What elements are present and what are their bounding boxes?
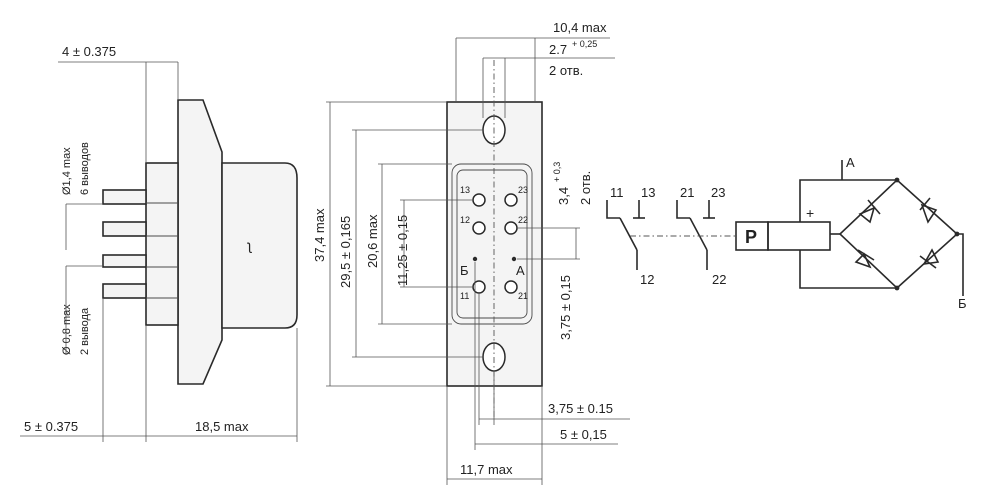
front-flange: [446, 101, 543, 387]
dim-3-4-count: 2 отв.: [578, 171, 593, 205]
pin-22: [504, 221, 518, 235]
contact-label-13: 13: [641, 185, 655, 200]
pin-label-21: 21: [518, 291, 528, 301]
coil-winding: [767, 221, 831, 251]
pin-12: [472, 221, 486, 235]
pin-13: [472, 193, 486, 207]
dim-5-bottom: 5 ± 0,15: [560, 427, 607, 442]
dim-2-7-count: 2 отв.: [549, 63, 583, 78]
pin-label-12: 12: [460, 215, 470, 225]
dim-11-7-max: 11,7 max: [460, 462, 513, 477]
schematic: 11 13 12 21 23 22 Р +: [606, 155, 967, 311]
contact-label-22: 22: [712, 272, 726, 287]
pin-b: [472, 256, 478, 262]
coil-plus: +: [806, 205, 814, 221]
side-view: ʅ 4 ± 0.375 Ø1,4 max 6 выводов Ø 0,8 max…: [20, 44, 298, 442]
dim-10-4-max: 10,4 max: [553, 20, 607, 35]
dim-pin-diam-1: Ø1,4 max: [61, 147, 73, 195]
terminal-a: А: [846, 155, 855, 170]
pin-label-11: 11: [460, 291, 469, 301]
pin-21: [504, 280, 518, 294]
pin-23: [504, 193, 518, 207]
bridge-diamond: [838, 178, 959, 290]
dim-11-25: 11,25 ± 0,15: [395, 215, 410, 286]
side-cover-plate: [145, 162, 179, 326]
dim-18-5-max: 18,5 max: [195, 419, 249, 434]
side-pin-2: [102, 221, 147, 237]
side-body-mark: ʅ: [247, 237, 252, 253]
dim-29-5: 29,5 ± 0,165: [338, 216, 353, 288]
pin-label-a: А: [516, 263, 525, 278]
dim-3-75-bottom: 3,75 ± 0.15: [548, 401, 613, 416]
dim-2-7-tol: + 0,25: [572, 39, 597, 49]
pin-label-22: 22: [518, 215, 528, 225]
terminal-b: Б: [958, 296, 967, 311]
front-window-inner: [456, 169, 528, 319]
contact-label-23: 23: [711, 185, 725, 200]
pin-a: [511, 256, 517, 262]
pin-label-13: 13: [460, 185, 470, 195]
front-view: 13 23 12 22 Б А 11 21 10,4 max 2.7 + 0,2…: [312, 20, 630, 485]
dim-20-6-max: 20,6 max: [365, 214, 380, 268]
diode-4: [922, 248, 940, 266]
dim-3-75-right: 3,75 ± 0,15: [558, 275, 573, 340]
contact-label-11: 11: [610, 185, 624, 200]
dim-pin-count-2: 2 вывода: [79, 307, 91, 355]
front-window-outer: [451, 163, 533, 325]
dim-pin-diam-2: Ø 0,8 max: [61, 304, 73, 355]
dim-2-7: 2.7: [549, 42, 567, 57]
dim-3-4-tol: + 0,3: [552, 162, 562, 182]
dim-5-bottom-left: 5 ± 0.375: [24, 419, 78, 434]
pin-label-b: Б: [460, 263, 469, 278]
dim-3-4: 3,4: [556, 187, 571, 205]
side-pin-1: [102, 189, 147, 205]
dim-pin-count-1: 6 выводов: [79, 142, 91, 195]
dim-4-top: 4 ± 0.375: [62, 44, 116, 59]
diode-3: [854, 252, 872, 269]
side-case: [221, 162, 298, 329]
pin-label-23: 23: [518, 185, 528, 195]
contact-label-21: 21: [680, 185, 694, 200]
coil-label: Р: [745, 227, 757, 247]
side-flange: [177, 99, 223, 385]
side-pin-4: [102, 283, 147, 299]
diode-1: [858, 206, 876, 224]
diode-2: [920, 203, 938, 224]
dim-37-4-max: 37,4 max: [312, 208, 327, 262]
contact-label-12: 12: [640, 272, 654, 287]
side-pin-3: [102, 254, 147, 268]
